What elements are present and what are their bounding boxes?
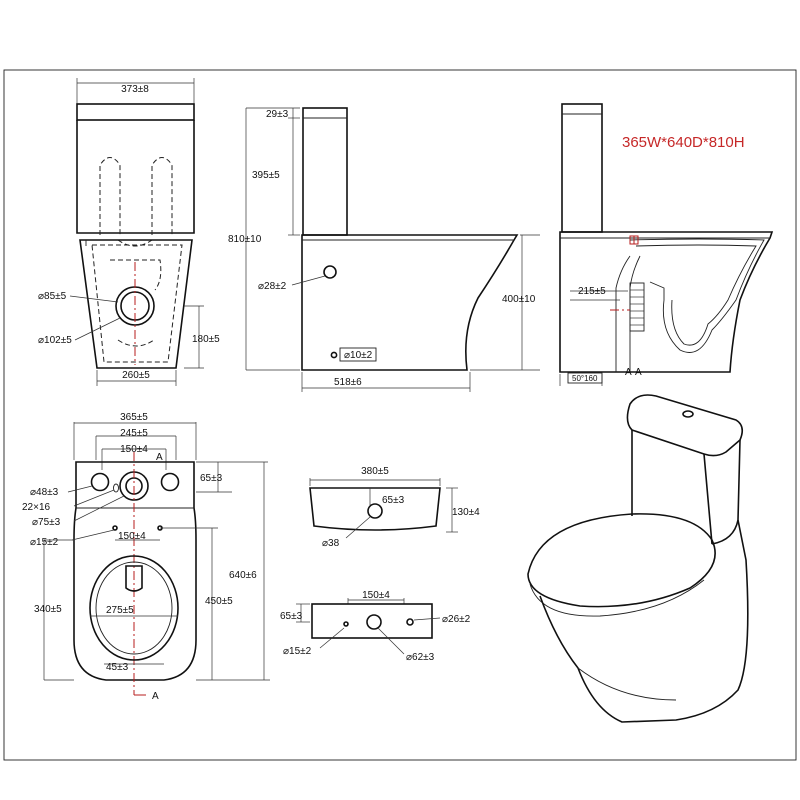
top-section-mark: A (156, 452, 163, 463)
side-bolt-hole (330, 351, 338, 359)
tank-bottom-side-hole-label: ⌀26±2 (442, 614, 471, 625)
side-bolt-label: ⌀10±2 (344, 350, 373, 361)
page-frame (3, 69, 797, 761)
iso-tank-lid (626, 394, 744, 457)
front-base-height-label: 180±5 (192, 334, 220, 345)
section-label: A-A (625, 367, 642, 378)
isometric-view (527, 394, 749, 723)
top-front-offset-label: 340±5 (34, 604, 62, 615)
tank-bottom-side-hole (406, 618, 414, 626)
top-bowl-width-label: 275±5 (106, 605, 134, 616)
top-right-hole (160, 472, 180, 492)
tank-bottom-small-hole (343, 621, 349, 627)
tank-bottom-small-hole-label: ⌀15±2 (283, 646, 312, 657)
top-side-offset-label: 65±3 (200, 473, 223, 484)
tank-bottom-center-hole-label: ⌀62±3 (406, 652, 435, 663)
top-drain (125, 565, 143, 592)
top-hole-dia-label: ⌀48±3 (30, 487, 59, 498)
top-section-mark-bottom: A (152, 691, 159, 702)
side-tank (302, 107, 348, 236)
tank-top-outline (309, 487, 441, 531)
front-tank-body (76, 120, 195, 234)
front-top-width-label: 373±8 (121, 84, 149, 95)
tank-top-view: 380±5 65±3 ⌀38 130±4 (309, 466, 480, 549)
front-base-width-label: 260±5 (122, 370, 150, 381)
tank-top-hole-dia-label: ⌀38 (322, 538, 340, 549)
front-outlet-dia-label: ⌀85±5 (38, 291, 67, 302)
side-base-length-label: 518±6 (334, 377, 362, 388)
section-outlet-height-label: 215±5 (578, 286, 606, 297)
iso-flush-button (682, 410, 694, 418)
tank-top-hole-offset-label: 65±3 (382, 495, 405, 506)
section-bowl-outline (559, 231, 774, 373)
side-inlet-hole (323, 265, 337, 279)
tank-bottom-outline (311, 603, 433, 639)
top-button-dia-label: ⌀75±3 (32, 517, 61, 528)
section-view: 365W*640D*810H 215±5 50°160 A-A (559, 103, 774, 386)
top-slot-label: 22×16 (22, 502, 51, 513)
top-bowl-outer (89, 555, 179, 661)
top-rear-offset-label: 45±3 (106, 662, 129, 673)
iso-tank-body (631, 430, 741, 545)
side-total-height-label: 810±10 (228, 234, 262, 245)
top-small-hole-left (112, 525, 118, 531)
section-trap-path (629, 238, 765, 353)
tank-bottom-center-hole (366, 614, 382, 630)
top-view: 365±5 245±5 150±4 A A ⌀48±3 22×16 (22, 412, 270, 702)
top-tank-width-label: 245±5 (120, 428, 148, 439)
tank-top-hole (367, 503, 383, 519)
iso-bowl-body (539, 519, 749, 723)
iso-seat-lid (527, 513, 716, 608)
side-lid-height-label: 29±3 (266, 109, 289, 120)
top-bowl-inner (95, 561, 173, 655)
side-view: ⌀28±2 ⌀10±2 810±10 29±3 395±5 400±10 518… (228, 107, 540, 392)
side-bowl (301, 234, 519, 371)
side-tank-height-label: 395±5 (252, 170, 280, 181)
section-tank (561, 103, 603, 233)
section-offset-label: 50°160 (572, 374, 598, 383)
tank-top-width-label: 380±5 (361, 466, 389, 477)
top-left-hole (90, 472, 110, 492)
tank-top-depth-label: 130±4 (452, 507, 480, 518)
front-view: 373±8 ⌀85±5 ⌀102±5 180±5 260±5 (38, 78, 220, 386)
top-fix-distance-label: 450±5 (205, 596, 233, 607)
top-body-outline (73, 461, 197, 681)
side-bowl-height-label: 400±10 (502, 294, 536, 305)
top-overall-width-label: 365±5 (120, 412, 148, 423)
top-hole-spacing-top-label: 150±4 (120, 444, 148, 455)
front-outer-dia-label: ⌀102±5 (38, 335, 72, 346)
top-total-depth-label: 640±6 (229, 570, 257, 581)
front-tank-lid (76, 103, 195, 121)
spec-label: 365W*640D*810H (622, 134, 745, 151)
front-bowl-body (79, 239, 193, 369)
top-hole-spacing-mid-label: 150±4 (118, 531, 146, 542)
tank-bottom-side-offset-label: 65±3 (280, 611, 303, 622)
tank-bottom-view: 150±4 65±3 ⌀26±2 ⌀15±2 ⌀62±3 (280, 590, 471, 663)
side-inlet-dia-label: ⌀28±2 (258, 281, 287, 292)
tank-bottom-spacing-label: 150±4 (362, 590, 390, 601)
